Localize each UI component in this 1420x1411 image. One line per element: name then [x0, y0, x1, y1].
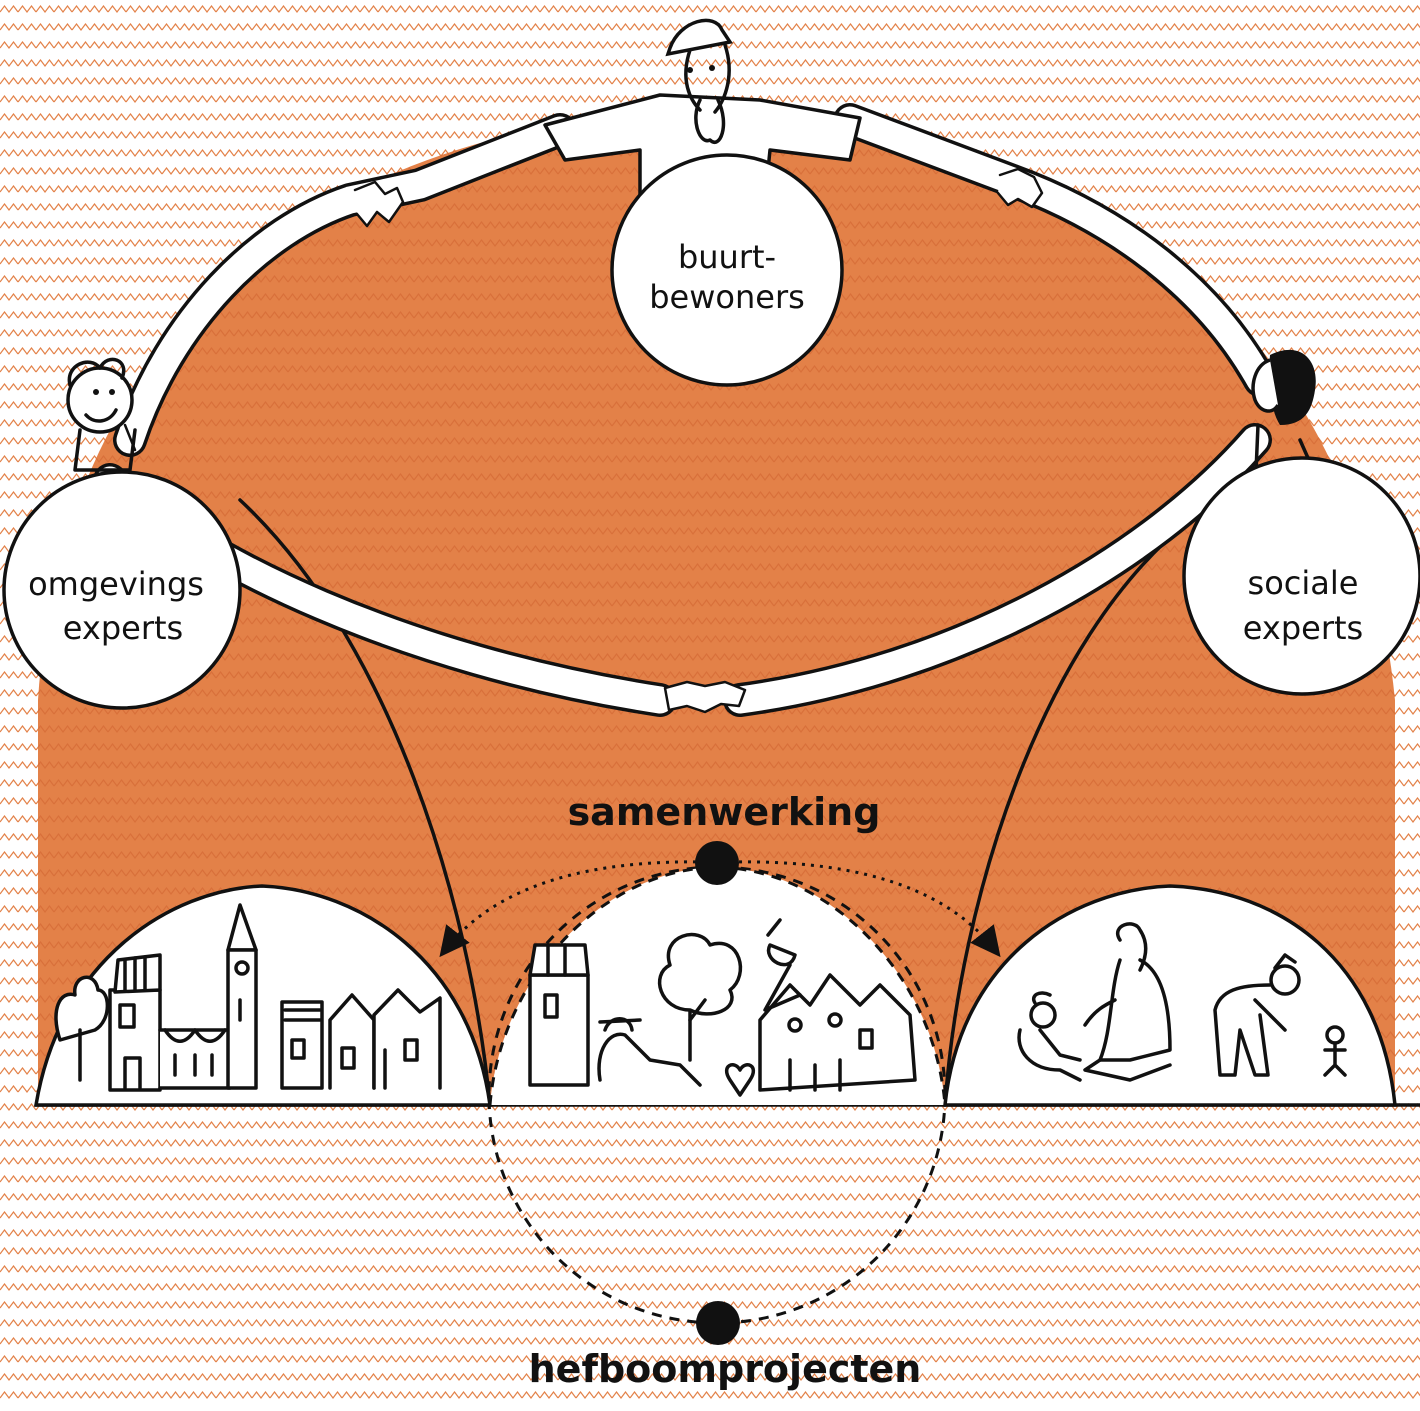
node-right-line2: experts — [1243, 609, 1363, 647]
orange-dome — [38, 110, 1395, 1105]
dotted-arrow-right — [729, 860, 1001, 958]
hefboomprojecten-dot — [696, 1301, 740, 1345]
hand-icons — [353, 167, 1044, 714]
left-support-curve — [238, 498, 492, 1107]
samenwerking-label: samenwerking — [568, 790, 881, 834]
tower-tree-houses-scene-icon — [528, 918, 917, 1097]
node-buurtbewoners: buurt- bewoners — [610, 153, 844, 387]
node-left-line2: experts — [63, 609, 183, 647]
center-dome-dashed-edge — [488, 865, 947, 1106]
node-omgevingsexperts: omgevings experts — [2, 470, 242, 710]
node-top-line2: bewoners — [649, 278, 805, 316]
node-left-line1: omgevings — [28, 565, 204, 603]
samenwerking-dot — [695, 841, 739, 885]
town-church-scene-icon — [54, 903, 442, 1092]
man-with-cap-beard-icon — [543, 18, 862, 202]
right-support-curve — [943, 518, 1192, 1107]
node-top-line1: buurt- — [678, 238, 776, 276]
people-playing-scene-icon — [1017, 922, 1347, 1082]
node-right-line1: sociale — [1248, 564, 1359, 602]
node-socialeexperts: sociale experts — [1182, 456, 1420, 696]
curly-hair-person-icon — [66, 357, 137, 472]
hefboomprojecten-label: hefboomprojecten — [529, 1347, 922, 1391]
